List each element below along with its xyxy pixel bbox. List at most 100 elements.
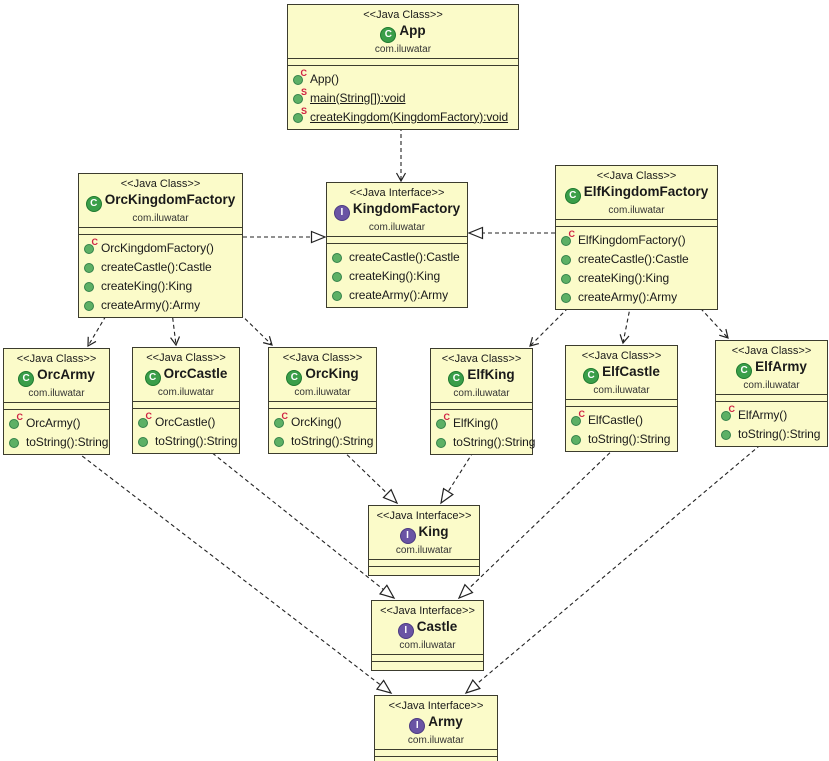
edge-realization-orccastle-castle[interactable] xyxy=(195,439,396,599)
method-label: createCastle():Castle xyxy=(578,251,689,266)
method-row[interactable]: toString():String xyxy=(8,432,109,451)
class-name: OrcCastle xyxy=(163,366,228,381)
method-row[interactable]: createKing():King xyxy=(560,268,714,287)
constructor-icon: C xyxy=(720,405,735,422)
class-icon: C xyxy=(85,196,102,212)
stereotype-label: <<Java Interface>> xyxy=(388,700,484,712)
edge-realization-elfcastle-castle[interactable] xyxy=(457,442,621,600)
package-name: com.iluwatar xyxy=(157,387,215,398)
attributes-compartment xyxy=(556,220,717,227)
method-row[interactable]: createKing():King xyxy=(83,276,239,295)
class-icon: C xyxy=(286,370,303,386)
constructor-icon: C xyxy=(292,69,307,86)
method-row[interactable]: createArmy():Army xyxy=(331,285,464,304)
edge-realization-elfarmy-army[interactable] xyxy=(464,435,772,695)
method-row[interactable]: createCastle():Castle xyxy=(331,247,464,266)
package-name: com.iluwatar xyxy=(743,380,800,391)
attributes-compartment xyxy=(369,560,479,567)
public-method-icon xyxy=(560,270,575,285)
attributes-compartment xyxy=(4,403,109,410)
method-row[interactable]: createArmy():Army xyxy=(83,295,239,314)
constructor-icon: C xyxy=(8,413,23,430)
attributes-compartment xyxy=(327,237,467,244)
stereotype-label: <<Java Interface>> xyxy=(349,187,445,199)
edge-realization-orcarmy-army[interactable] xyxy=(59,438,393,694)
method-label: createKing():King xyxy=(578,270,670,285)
method-label: OrcKingdomFactory() xyxy=(101,240,214,255)
edge-realization-elfking-king[interactable] xyxy=(440,445,478,505)
method-label: ElfArmy() xyxy=(738,407,788,422)
method-label: toString():String xyxy=(453,434,536,449)
method-row[interactable]: toString():String xyxy=(435,432,535,451)
stereotype-label: <<Java Class>> xyxy=(146,352,226,364)
method-row[interactable]: toString():String xyxy=(570,429,674,448)
method-row[interactable]: createCastle():Castle xyxy=(83,257,239,276)
method-row[interactable]: createKing():King xyxy=(331,266,464,285)
attributes-compartment xyxy=(566,400,677,407)
constructor-icon: C xyxy=(560,230,575,247)
stereotype-label: <<Java Class>> xyxy=(363,9,443,21)
method-row[interactable]: toString():String xyxy=(720,424,824,443)
attributes-compartment xyxy=(79,228,242,235)
method-row[interactable]: createArmy():Army xyxy=(560,287,714,306)
public-method-icon xyxy=(8,434,23,449)
package-name: com.iluwatar xyxy=(395,545,453,556)
method-label: createCastle():Castle xyxy=(101,259,212,274)
class-icon: C xyxy=(448,371,465,387)
method-row[interactable]: createCastle():Castle xyxy=(560,249,714,268)
static-method-icon: S xyxy=(292,88,307,105)
method-label: main(String[]):void xyxy=(310,90,406,105)
constructor-icon: C xyxy=(435,413,450,430)
attributes-compartment xyxy=(375,750,497,757)
method-row[interactable]: toString():String xyxy=(137,431,237,450)
method-row[interactable]: toString():String xyxy=(273,431,373,450)
class-name: King xyxy=(418,524,449,539)
package-name: com.iluwatar xyxy=(453,388,510,399)
method-label: createKingdom(KingdomFactory):void xyxy=(310,109,509,124)
edge-dependency-elfkingdomfactory-elfking[interactable] xyxy=(529,297,579,347)
interface-icon: I xyxy=(399,528,416,544)
stereotype-label: <<Java Class>> xyxy=(16,353,97,365)
public-method-icon xyxy=(331,287,346,302)
method-label: toString():String xyxy=(26,434,109,449)
methods-compartment xyxy=(369,567,479,575)
